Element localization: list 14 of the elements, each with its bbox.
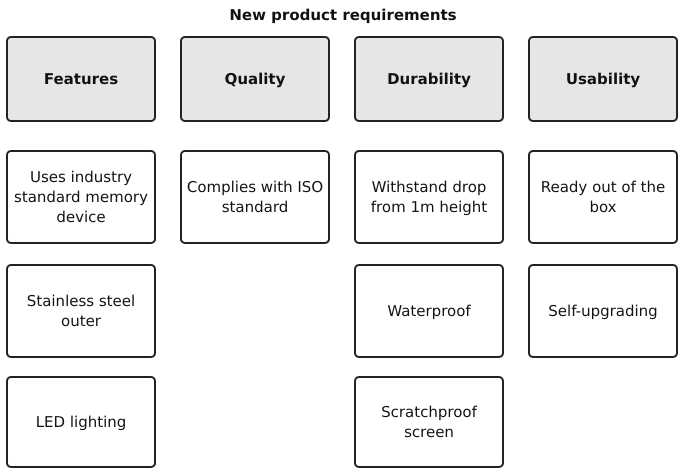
requirement-box: Stainless steel outer	[6, 264, 156, 358]
requirement-box: Scratchproof screen	[354, 376, 504, 468]
requirement-box: Self-upgrading	[528, 264, 678, 358]
category-header-box: Quality	[180, 36, 330, 122]
requirement-box: Withstand drop from 1m height	[354, 150, 504, 244]
requirement-box: Uses industry standard memory device	[6, 150, 156, 244]
category-header-box: Usability	[528, 36, 678, 122]
diagram-title: New product requirements	[228, 6, 458, 24]
requirement-box: Ready out of the box	[528, 150, 678, 244]
category-header-box: Durability	[354, 36, 504, 122]
requirement-box: Complies with ISO standard	[180, 150, 330, 244]
requirement-box: Waterproof	[354, 264, 504, 358]
category-header-box: Features	[6, 36, 156, 122]
requirement-box: LED lighting	[6, 376, 156, 468]
